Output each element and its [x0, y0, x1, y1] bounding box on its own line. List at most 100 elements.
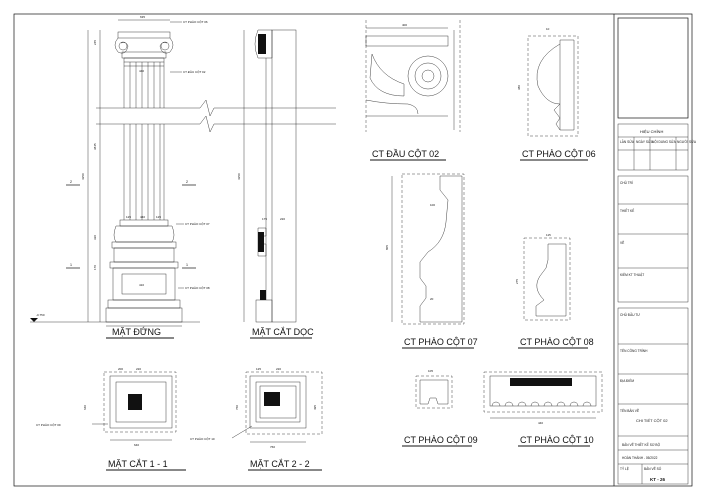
d02-abacus	[365, 35, 449, 47]
sheet-number: KT - 26	[650, 477, 666, 482]
section-1-right-label: 1	[186, 263, 188, 267]
detail-moulding-06: 10 380 CT PHÀO CỘT 06	[517, 27, 596, 161]
label-ten-ban-ve: TÊN BẢN VẼ	[620, 408, 639, 413]
section-capital	[254, 29, 273, 59]
s11-dim-640: 640	[83, 405, 87, 410]
label-chu-tri: CHỦ TRÌ	[620, 180, 633, 185]
d10-dim-width: 440	[538, 421, 543, 425]
s22-dim-bottom: 760	[270, 445, 275, 449]
s11-dim-220: 220	[136, 367, 141, 371]
section-dim-height: 4350	[237, 173, 241, 180]
view-title-mat-cat-2-2: MẶT CẮT 2 - 2	[250, 459, 310, 469]
s22-dim-220: 220	[276, 367, 281, 371]
d10-solid	[510, 378, 572, 386]
s11-frame	[103, 371, 177, 433]
section-1-1: 200 220 640 640 CT PHÀO CỘT 09 MẶT CẮT 1…	[36, 367, 186, 471]
elevation-echinus	[121, 51, 167, 59]
dim-base-width: 710	[140, 327, 145, 331]
d08-frame	[523, 237, 571, 321]
label-ve: VẼ	[620, 240, 624, 245]
section-wall-hatch	[271, 29, 297, 323]
s11-dim-200: 200	[118, 367, 123, 371]
label-thiet-ke: THIẾT KẾ	[620, 208, 634, 213]
elevation-astragal	[123, 57, 165, 63]
rev-col-noi-dung: NỘI DUNG SỬA	[652, 139, 677, 144]
view-title-mat-cat-1-1: MẶT CẮT 1 - 1	[108, 459, 168, 469]
s22-dim-125: 125	[256, 367, 261, 371]
elevation-shaft-upper	[123, 62, 165, 108]
callout-ct-07: CT PHÀO CỘT 07	[185, 221, 210, 226]
section-dim-220: 220	[280, 217, 285, 221]
callout-ct-02: CT ĐẦU CỘT 02	[183, 69, 206, 74]
d10-frame	[483, 371, 603, 413]
break-line-upper	[96, 99, 336, 117]
detail-capital-02: 400 CT ĐẦU CỘT 02	[365, 20, 461, 161]
d08-dim-top: 115	[546, 233, 551, 237]
callout-ct-09: CT PHÀO CỘT 09	[36, 422, 61, 427]
s22-outline	[249, 375, 307, 429]
s11-core	[128, 394, 142, 410]
sheet-border	[13, 13, 693, 487]
section-07-solid	[258, 232, 264, 252]
d10-scallop-1	[504, 401, 514, 407]
d10-scallop-5	[556, 401, 566, 407]
title-block: HIỆU CHỈNH LẦN SỬA NGÀY SỬA NỘI DUNG SỬA…	[617, 17, 697, 485]
d02-dim-top: 400	[402, 23, 407, 27]
d06-dim-380: 380	[517, 85, 521, 90]
s22-ring	[259, 385, 297, 419]
d10-body	[489, 375, 597, 407]
pedestal-panel	[121, 273, 167, 295]
d02-volute-eye	[421, 69, 435, 83]
view-title-ct-phao-cot-08: CT PHÀO CỘT 08	[520, 337, 594, 347]
view-title-ct-phao-cot-07: CT PHÀO CỘT 07	[404, 337, 478, 347]
dim-column-width: 440	[139, 69, 144, 73]
d10-scallop-3	[530, 401, 540, 407]
d10-scallop-7	[582, 401, 592, 407]
d06-dim-top: 10	[546, 27, 550, 31]
callout-ct-06: CT PHÀO CỘT 06	[183, 19, 208, 24]
base-plinth-top	[111, 241, 177, 249]
d10-scallop-0	[491, 401, 501, 407]
s22-frame	[245, 371, 323, 435]
callout-ct-08: CT PHÀO CỘT 08	[185, 285, 210, 290]
d02-leaf	[369, 53, 405, 97]
section-2-left-label: 2	[70, 180, 72, 184]
base-torus	[113, 225, 175, 243]
d09-frame	[415, 375, 453, 409]
logo-box	[617, 17, 689, 119]
dim-top-width: 635	[140, 15, 145, 19]
d07-frame	[401, 173, 465, 325]
dim-base-inner: 410	[139, 283, 144, 287]
s22-dim-760: 760	[235, 405, 239, 410]
elevation-volute-left	[114, 37, 129, 54]
level-marker-icon	[30, 318, 38, 322]
view-title-ct-phao-cot-10: CT PHÀO CỘT 10	[520, 435, 594, 445]
label-ten-cong-trinh: TÊN CÔNG TRÌNH	[620, 348, 648, 353]
dim-125b: 125	[156, 215, 161, 219]
dim-320: 320	[93, 235, 97, 240]
elevation-shaft-lower	[123, 124, 165, 220]
d07-profile	[419, 175, 463, 323]
signature-box	[617, 175, 689, 303]
pedestal-foot	[107, 299, 181, 309]
d09-profile	[419, 379, 449, 405]
d08-profile	[535, 243, 567, 317]
callout-ct-10: CT PHÀO CỘT 10	[190, 436, 215, 441]
elevation-volute-right	[159, 37, 174, 54]
sheet-name: CHI TIẾT CỘT 02	[636, 418, 668, 423]
section-08-solid	[260, 290, 266, 300]
d06-hatch	[559, 39, 575, 131]
section-dim-175: 175	[262, 217, 267, 221]
d09-dim-top: 105	[428, 369, 433, 373]
detail-moulding-08: 115 275 CT PHÀO CỘT 08	[515, 233, 594, 349]
volute-eye-right	[160, 41, 170, 51]
d07-dim-100: 100	[430, 203, 435, 207]
d10-scallop-6	[569, 401, 579, 407]
longitudinal-section: 4350 175 220 MẶT CẮT DỌC	[237, 29, 314, 339]
d02-volute-ring	[414, 62, 442, 90]
view-title-ct-phao-cot-09: CT PHÀO CỘT 09	[404, 435, 478, 445]
d06-profile	[536, 43, 561, 105]
rev-col-ngay-sua: NGÀY SỬA	[636, 139, 654, 144]
dim-440b: 440	[140, 215, 145, 219]
